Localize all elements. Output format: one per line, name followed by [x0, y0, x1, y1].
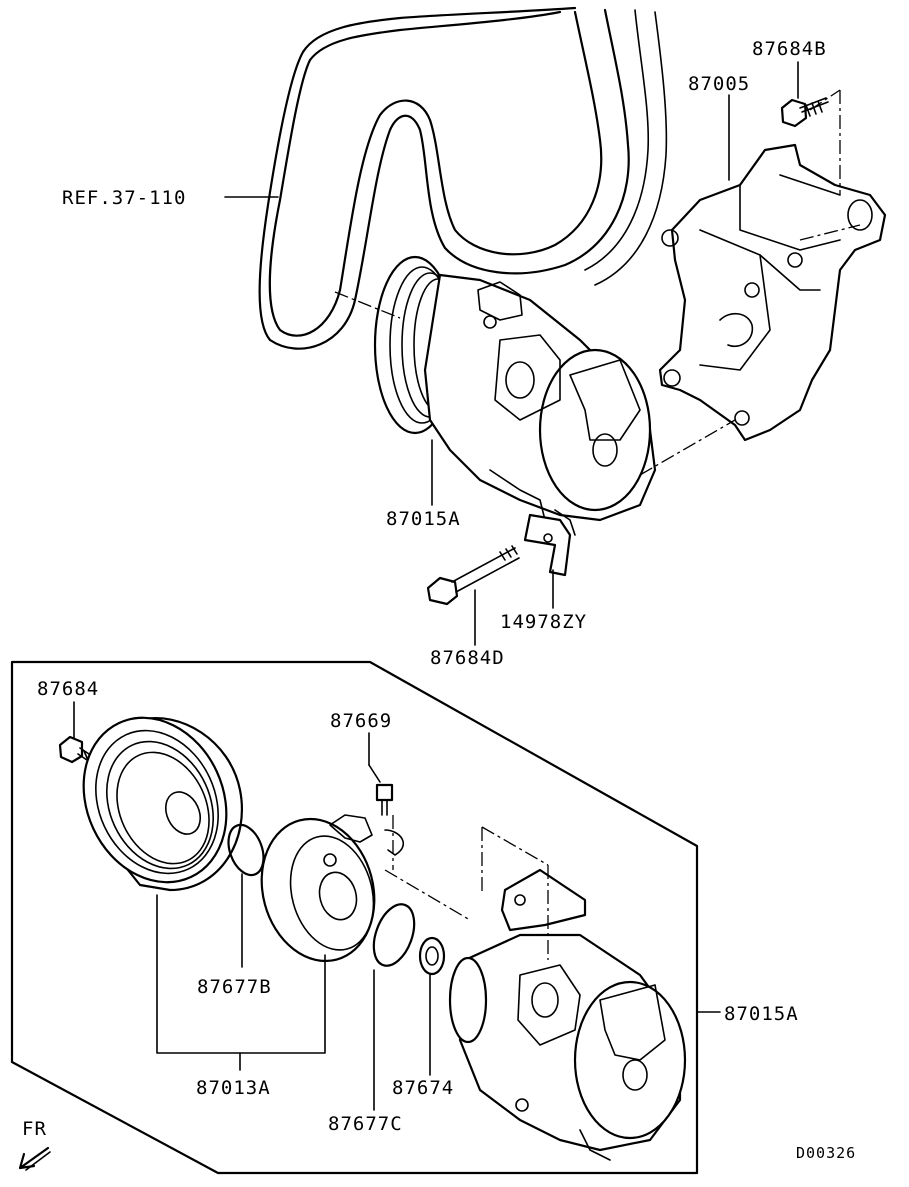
- lower-leaders: [73, 701, 721, 1111]
- front-direction-arrow-icon: [18, 1146, 51, 1171]
- label-87677b: 87677B: [197, 976, 272, 998]
- label-fr: FR: [22, 1118, 47, 1140]
- label-87669: 87669: [330, 710, 392, 732]
- label-87013a: 87013A: [196, 1077, 271, 1099]
- exploded-view-frame: [10, 660, 699, 1175]
- shim: [418, 936, 446, 976]
- label-87684d: 87684D: [430, 647, 505, 669]
- label-87674: 87674: [392, 1077, 454, 1099]
- pulley-assembly: [82, 716, 243, 892]
- clutch-screw: [375, 783, 394, 816]
- compressor-upper: [373, 255, 657, 536]
- label-14978zy: 14978ZY: [500, 611, 587, 633]
- upper-leaders: [224, 61, 861, 646]
- diagram-code: D00326: [796, 1144, 856, 1162]
- label-87677c: 87677C: [328, 1113, 403, 1135]
- spacer-plate: [523, 513, 572, 577]
- snap-ring-b: [227, 823, 265, 877]
- label-87015a-lower: 87015A: [724, 1003, 799, 1025]
- compressor-bracket: [658, 143, 887, 442]
- field-coil: [260, 814, 405, 963]
- long-bolt: [426, 545, 520, 606]
- mounting-plate-lower: [500, 868, 587, 932]
- label-87684b: 87684B: [752, 38, 827, 60]
- label-87015a-upper: 87015A: [386, 508, 461, 530]
- label-ref-belt: REF.37-110: [62, 187, 186, 209]
- label-87684: 87684: [37, 678, 99, 700]
- drive-belt: [258, 6, 668, 350]
- snap-ring-c: [372, 903, 416, 967]
- compressor-lower: [448, 933, 687, 1161]
- bolt-87684b: [780, 97, 829, 128]
- label-87005: 87005: [688, 73, 750, 95]
